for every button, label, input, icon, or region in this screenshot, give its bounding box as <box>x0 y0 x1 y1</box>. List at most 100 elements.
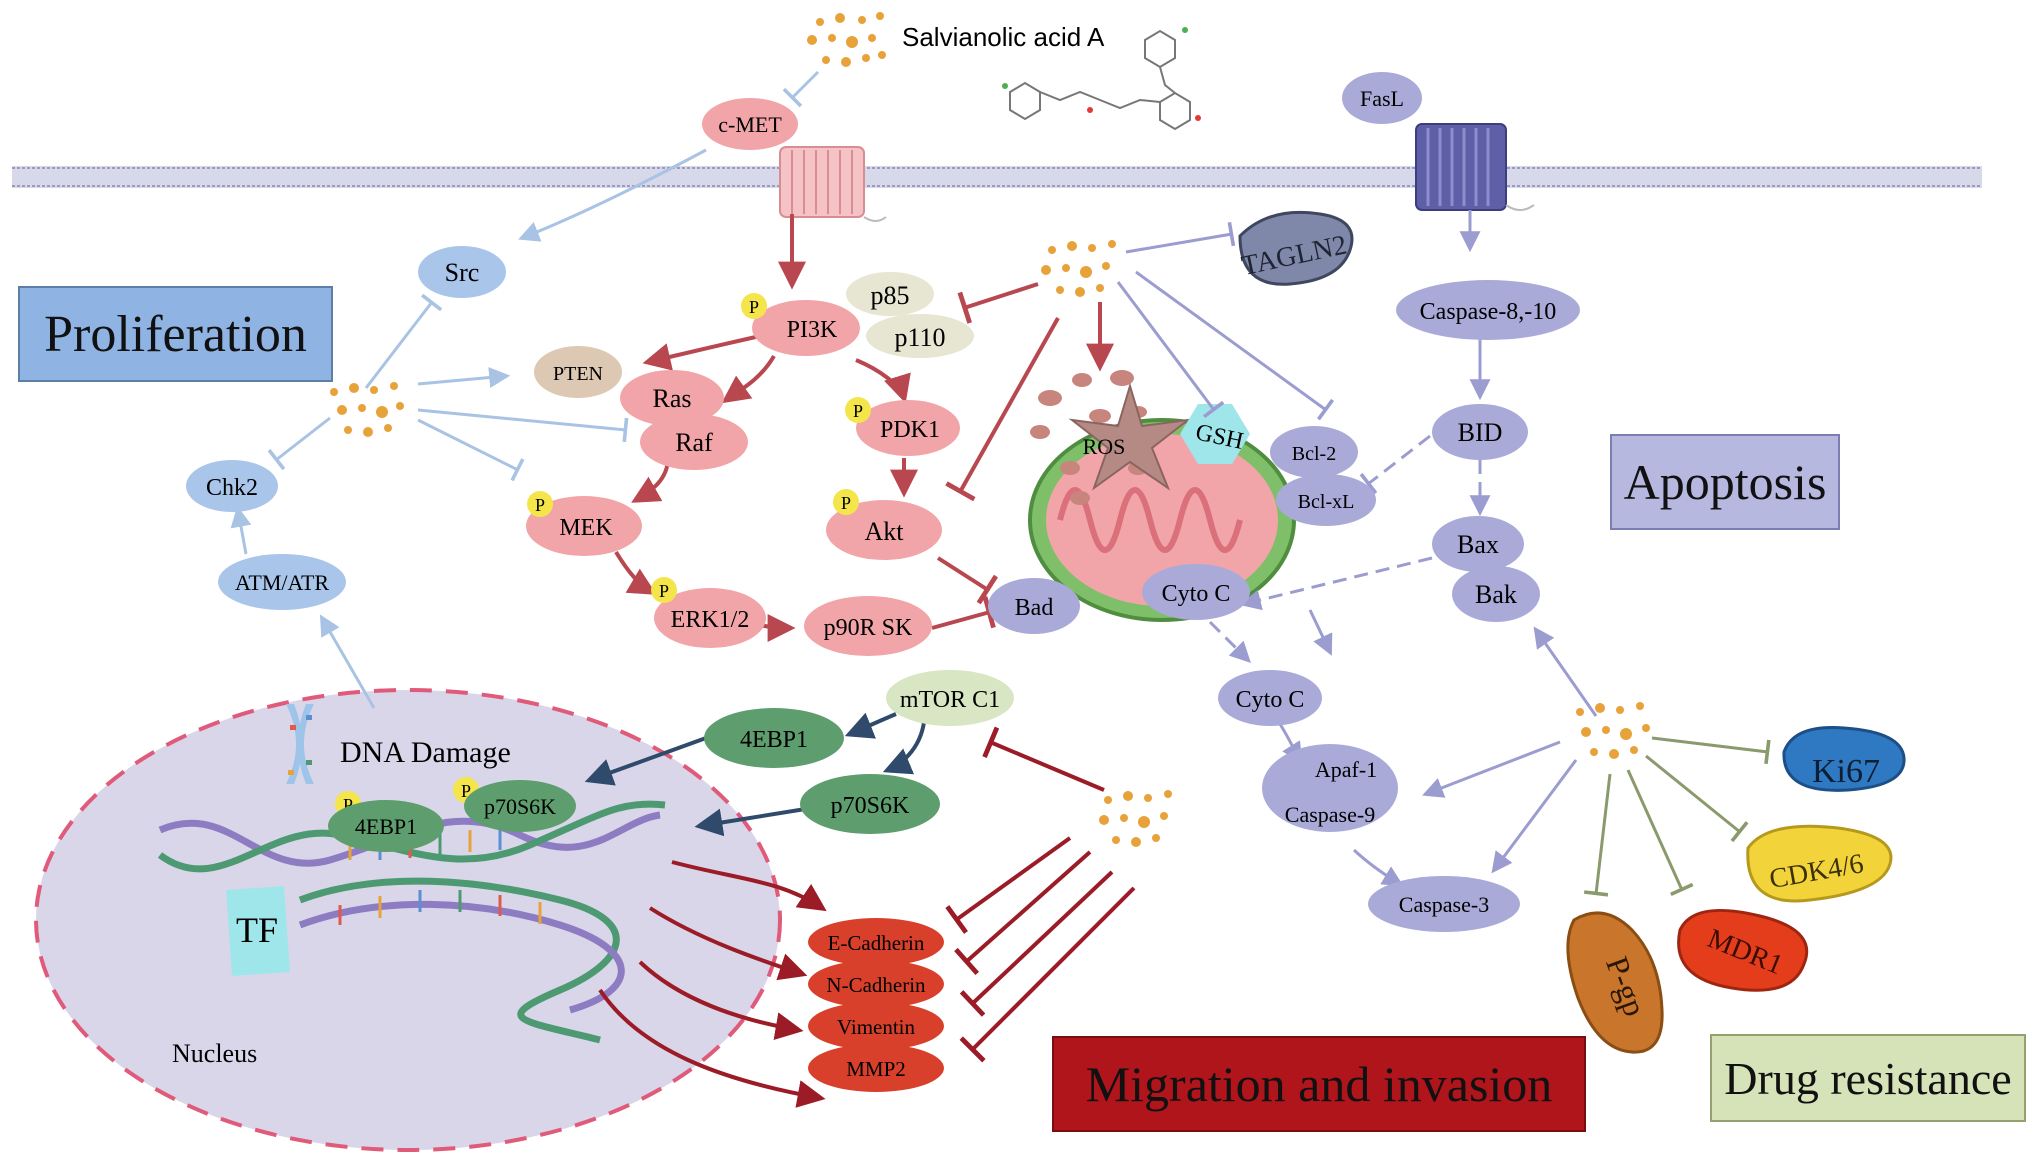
phospho-akt: P <box>833 489 859 515</box>
svg-text:Src: Src <box>445 258 480 287</box>
svg-text:MEK: MEK <box>559 515 613 541</box>
node-p110: p110 <box>866 314 974 358</box>
node-ras: Ras <box>620 370 724 426</box>
node-mek: MEK <box>526 496 642 556</box>
svg-text:P: P <box>853 401 863 421</box>
node-mtorc1: mTOR C1 <box>886 670 1014 726</box>
apoptosis-label: Apoptosis <box>1610 434 1840 530</box>
node-bid: BID <box>1432 404 1528 460</box>
svg-text:P: P <box>461 781 471 801</box>
svg-text:4EBP1: 4EBP1 <box>740 727 808 753</box>
svg-text:Apaf-1: Apaf-1 <box>1315 757 1377 782</box>
svg-text:PI3K: PI3K <box>787 317 838 343</box>
svg-text:Cyto C: Cyto C <box>1162 581 1231 607</box>
svg-text:Caspase-3: Caspase-3 <box>1399 892 1489 917</box>
chromosome-icon <box>286 704 314 784</box>
node-p70s6k: p70S6K <box>800 774 940 834</box>
svg-text:P: P <box>841 493 851 513</box>
svg-text:ERK1/2: ERK1/2 <box>671 607 750 633</box>
node-apaf-caspase9: Apaf-1 Caspase-9 <box>1262 744 1398 832</box>
proliferation-arrows <box>230 70 820 709</box>
svg-text:N-Cadherin: N-Cadherin <box>826 973 926 997</box>
svg-text:Vimentin: Vimentin <box>837 1015 916 1039</box>
node-vimentin: Vimentin <box>808 1002 944 1050</box>
svg-text:Ki67: Ki67 <box>1812 753 1880 790</box>
drug-cluster-ros <box>1041 240 1116 297</box>
migration-arrows <box>598 726 1136 1108</box>
gsh-hexagon <box>1180 404 1250 464</box>
svg-text:Bcl-xL: Bcl-xL <box>1298 491 1355 513</box>
svg-text:P: P <box>749 297 759 317</box>
node-4ebp1: 4EBP1 <box>704 708 844 768</box>
node-chk2: Chk2 <box>186 460 278 512</box>
node-akt: Akt <box>826 500 942 560</box>
node-pdk1: PDK1 <box>856 400 960 456</box>
svg-text:Chk2: Chk2 <box>206 475 258 501</box>
nucleus-label: Nucleus <box>172 1039 257 1068</box>
svg-text:Caspase-9: Caspase-9 <box>1285 802 1375 827</box>
svg-text:p90R SK: p90R SK <box>824 615 913 641</box>
drug-resistance-arrows <box>1583 736 1771 897</box>
apoptosis-arrows <box>1116 210 1598 887</box>
salvianolic-acid-structure <box>1002 27 1201 131</box>
svg-text:Cyto C: Cyto C <box>1236 687 1305 713</box>
node-pgp: P-gp <box>1566 911 1664 1054</box>
node-bak: Bak <box>1452 566 1540 622</box>
phospho-badges: P P P P P P P <box>335 293 871 817</box>
svg-text:c-MET: c-MET <box>718 112 782 137</box>
ros-particles <box>1030 370 1147 439</box>
svg-text:Raf: Raf <box>675 428 713 457</box>
node-tagln2: TAGLN2 <box>1238 210 1354 286</box>
phospho-pdk1: P <box>845 397 871 423</box>
svg-text:Bax: Bax <box>1457 530 1499 559</box>
drug-cluster-proliferation <box>330 382 404 437</box>
node-e-cadherin: E-Cadherin <box>808 918 944 966</box>
phospho-erk: P <box>651 577 677 603</box>
drug-name: Salvianolic acid A <box>902 22 1105 52</box>
fas-receptor <box>1415 123 1535 211</box>
dna-helix <box>157 800 666 1044</box>
svg-text:p70S6K: p70S6K <box>831 793 910 819</box>
svg-text:E-Cadherin: E-Cadherin <box>828 931 925 955</box>
node-nuclear-p70s6k: p70S6K <box>464 780 576 832</box>
ros-star <box>1068 382 1192 491</box>
emt-markers: E-Cadherin N-Cadherin Vimentin MMP2 <box>808 918 944 1092</box>
node-caspase3: Caspase-3 <box>1368 876 1520 932</box>
node-atm-atr: ATM/ATR <box>218 554 346 610</box>
pi3k-arrows <box>614 214 1114 642</box>
svg-text:BID: BID <box>1458 418 1503 447</box>
node-cyto-c: Cyto C <box>1218 670 1322 726</box>
cell-membrane <box>12 166 1982 188</box>
svg-text:mTOR C1: mTOR C1 <box>900 687 1000 713</box>
node-mmp2: MMP2 <box>808 1044 944 1092</box>
drug-cluster-apoptosis <box>1576 702 1650 759</box>
drug-resistance-label: Drug resistance <box>1710 1034 2026 1122</box>
drug-cluster-migration <box>1099 790 1172 847</box>
node-bcl2: Bcl-2 <box>1270 426 1358 478</box>
svg-text:Bad: Bad <box>1015 595 1054 621</box>
svg-text:p70S6K: p70S6K <box>484 794 556 819</box>
node-p90rsk: p90R SK <box>804 596 932 656</box>
svg-text:p110: p110 <box>894 323 945 352</box>
migration-invasion-label: Migration and invasion <box>1052 1036 1586 1132</box>
svg-text:Ras: Ras <box>653 384 692 413</box>
phospho-pi3k: P <box>741 293 767 319</box>
svg-text:4EBP1: 4EBP1 <box>355 814 417 839</box>
node-n-cadherin: N-Cadherin <box>808 960 944 1008</box>
node-bcl-xl: Bcl-xL <box>1276 474 1376 526</box>
tf-box <box>226 886 290 976</box>
node-cyto-c-mito: Cyto C <box>1142 564 1250 620</box>
tf-label: TF <box>236 910 278 950</box>
node-p85: p85 <box>846 272 934 316</box>
phospho-mek: P <box>527 491 553 517</box>
node-erk: ERK1/2 <box>654 588 766 648</box>
svg-text:Akt: Akt <box>865 517 905 546</box>
node-bad: Bad <box>988 578 1080 634</box>
node-mdr1: MDR1 <box>1677 909 1809 992</box>
node-ki67: Ki67 <box>1782 726 1906 792</box>
svg-text:ATM/ATR: ATM/ATR <box>235 570 329 595</box>
node-pi3k: PI3K <box>752 300 860 356</box>
svg-text:Caspase-8,-10: Caspase-8,-10 <box>1420 299 1557 325</box>
